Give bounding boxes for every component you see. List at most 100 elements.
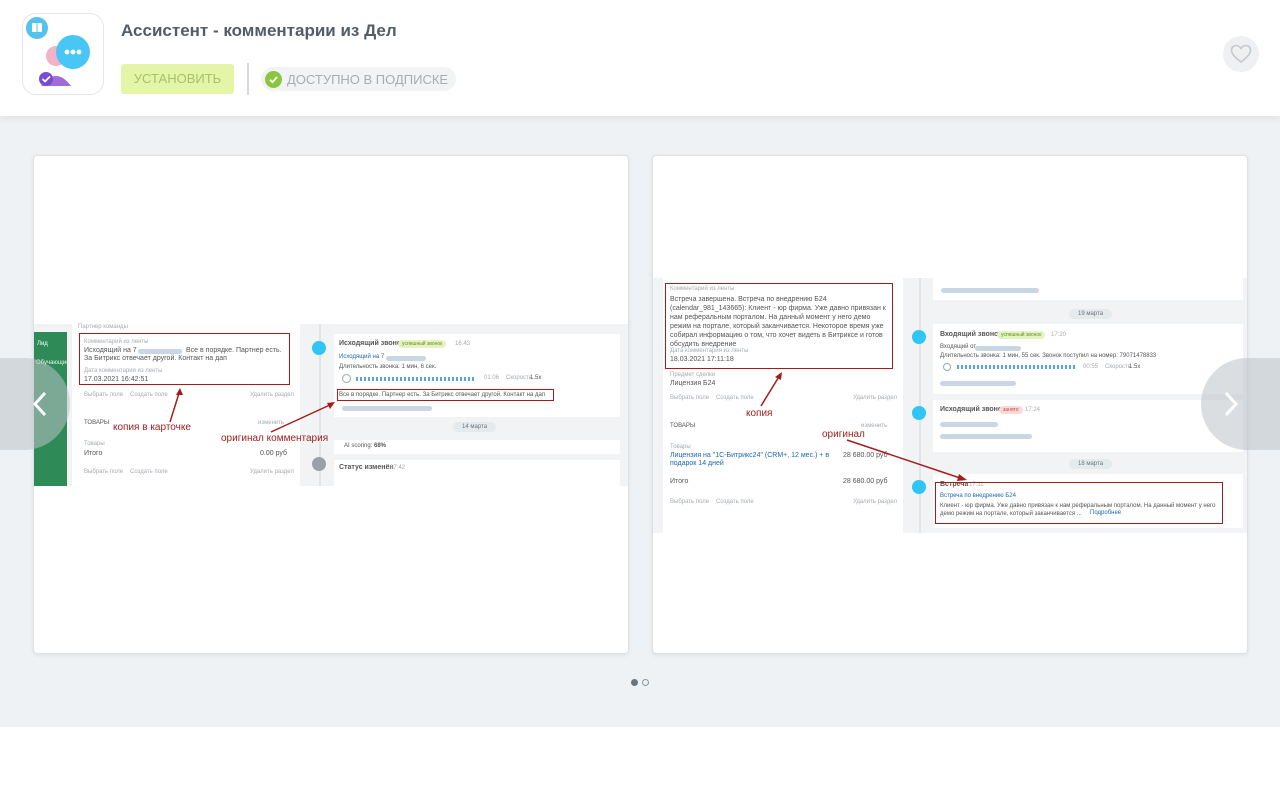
shot2-product[interactable]: Лицензия на "1С-Битрикс24" (CRM+, 12 мес… xyxy=(670,452,830,467)
shot1-play-icon[interactable] xyxy=(342,374,351,383)
gallery-dot-2[interactable] xyxy=(642,679,649,686)
shot1-ai-label: AI scoring: xyxy=(344,443,373,449)
shot2-copy-highlight xyxy=(665,283,893,369)
shot1-lead-tag: Обучающие xyxy=(36,360,70,366)
shot1-outgoing-to[interactable]: Исходящий на 7 xyxy=(339,354,385,360)
shot1-date-label: Дата комментария из ленты xyxy=(84,368,163,374)
chevron-left-icon xyxy=(32,391,47,417)
shot1-waveform[interactable] xyxy=(356,377,476,381)
shot1-comment-label: Комментарий из ленты xyxy=(84,339,149,345)
shot1-audio-time: 01:06 xyxy=(484,375,500,381)
shot2-total-value: 28 680.00 руб xyxy=(843,478,888,485)
shot2-original-highlight xyxy=(935,482,1223,524)
shot1-feed-comment: Все в порядке. Партнер есть. За Битрикс … xyxy=(339,392,546,398)
shot1-create-field[interactable]: Создать поле xyxy=(130,392,168,398)
shot2-call-time: 17:20 xyxy=(1051,332,1067,338)
shot2-deal-subject-value: Лицензия Б24 xyxy=(670,380,716,387)
page-footer xyxy=(0,727,1280,785)
shot2-comment-text: Встреча завершена. Встреча по внедрению … xyxy=(670,296,886,348)
shot2-incoming-from: Входящий от xyxy=(940,344,977,350)
screenshot-gallery: Лид Обучающие Партнер команды Комментари… xyxy=(0,116,1280,727)
shot1-goods-label: Товары xyxy=(84,441,105,447)
screenshot-2[interactable]: Комментарий из ленты Встреча завершена. … xyxy=(652,155,1248,654)
subscription-label: ДОСТУПНО В ПОДПИСКЕ xyxy=(287,71,449,87)
shot1-delete-section-2[interactable]: Удалить раздел xyxy=(250,469,294,475)
gallery-next-button[interactable] xyxy=(1201,358,1280,450)
shot2-total-label: Итого xyxy=(670,478,689,485)
shot2-date-value: 18.03.2021 17:11:18 xyxy=(670,356,734,363)
shot1-choose-field[interactable]: Выбрать поле xyxy=(84,392,124,398)
shot2-delete-section[interactable]: Удалить раздел xyxy=(853,395,897,401)
shot1-status-changed: Статус изменён xyxy=(339,464,394,471)
shot2-goods-label: Товары xyxy=(670,444,691,450)
shot2-incoming-call: Входящий звонок xyxy=(940,331,1002,338)
shot2-card-panel: Комментарий из ленты Встреча завершена. … xyxy=(663,278,903,533)
shot1-call-time: 16:43 xyxy=(455,341,471,347)
shot2-busy-badge: занято xyxy=(999,406,1023,414)
heart-icon xyxy=(1230,44,1252,64)
shot2-deal-subject-label: Предмет сделки xyxy=(670,372,716,378)
shot1-total-label: Итого xyxy=(84,450,103,457)
shot2-outgoing-call: Исходящий звонок xyxy=(940,406,1006,413)
shot1-comment-text-2: Все в порядке. Партнер есть. xyxy=(186,347,282,354)
shot2-original-annotation: оригинал xyxy=(822,429,865,440)
shot2-phone-icon-2 xyxy=(912,406,926,420)
shot1-copy-annotation: копия в карточке xyxy=(113,422,191,433)
shot1-lead-label: Лид xyxy=(37,341,48,347)
shot1-choose-field-2[interactable]: Выбрать поле xyxy=(84,469,124,475)
shot2-play-icon[interactable] xyxy=(943,363,951,371)
shot2-duration: Длительность звонка: 1 мин, 55 сек. Звон… xyxy=(940,353,1157,359)
install-button[interactable]: УСТАНОВИТЬ xyxy=(121,64,234,94)
favorite-button[interactable] xyxy=(1223,36,1259,72)
shot2-change[interactable]: изменить xyxy=(861,423,888,429)
shot1-arrows xyxy=(169,388,335,433)
shot1-total-value: 0.00 руб xyxy=(260,450,287,457)
shot1-section: Партнер команды xyxy=(78,324,128,330)
shot2-create-field-2[interactable]: Создать поле xyxy=(716,499,754,505)
shot1-comment-text-3: За Битрикс отвечает другой. Контакт на д… xyxy=(84,355,227,362)
shot1-original-annotation: оригинал комментария xyxy=(221,433,329,444)
shot2-date-chip-1: 19 марта xyxy=(1069,309,1113,319)
shot2-meeting-icon xyxy=(912,480,926,494)
app-icon xyxy=(22,13,104,95)
shot1-call-status: успешный звонок xyxy=(398,340,447,348)
shot2-delete-section-2[interactable]: Удалить раздел xyxy=(853,499,897,505)
shot2-incoming-panel: Входящий звонок успешный звонок 17:20 Вх… xyxy=(933,324,1243,394)
shot2-meeting-panel: Встреча 17:11 Встреча по внедрению Б24 К… xyxy=(933,474,1243,528)
shot2-create-field[interactable]: Создать поле xyxy=(716,395,754,401)
shot1-card-panel: Партнер команды Комментарий из ленты Исх… xyxy=(72,324,300,486)
chevron-right-icon xyxy=(1224,391,1239,417)
shot2-outgoing-time: 17:24 xyxy=(1025,407,1041,413)
shot1-ai-value: 68% xyxy=(374,443,387,449)
shot2-speed-value[interactable]: 1.5x xyxy=(1129,364,1141,370)
shot2-meeting-time: 17:11 xyxy=(969,482,984,488)
shot2-more-link[interactable]: Подробнее xyxy=(1090,510,1122,516)
shot1-delete-section[interactable]: Удалить раздел xyxy=(250,392,294,398)
shot1-date-chip: 14 марта xyxy=(453,422,497,432)
shot2-choose-field-2[interactable]: Выбрать поле xyxy=(670,499,710,505)
shot1-change[interactable]: изменить xyxy=(258,420,285,426)
shot1-content: Лид Обучающие Партнер команды Комментари… xyxy=(34,324,628,486)
shot2-choose-field[interactable]: Выбрать поле xyxy=(670,395,710,401)
divider xyxy=(247,63,249,95)
shot1-goods: ТОВАРЫ xyxy=(84,420,110,426)
screenshot-1[interactable]: Лид Обучающие Партнер команды Комментари… xyxy=(33,155,629,654)
shot1-status-time: 07:42 xyxy=(390,465,406,471)
shot2-audio-time: 00:55 xyxy=(1083,364,1099,370)
shot2-outgoing-panel: Исходящий звонок занято 17:24 xyxy=(933,400,1243,452)
shot2-meeting: Встреча xyxy=(940,481,969,488)
shot1-speed: Скорость xyxy=(506,375,532,381)
shot2-waveform[interactable] xyxy=(957,365,1077,369)
shot1-create-field-2[interactable]: Создать поле xyxy=(130,469,168,475)
gallery-dot-1[interactable] xyxy=(631,679,638,686)
shot2-top-panel xyxy=(933,278,1243,300)
shot2-goods: ТОВАРЫ xyxy=(670,423,696,429)
shot1-call-panel: Исходящий звонок успешный звонок 16:43 И… xyxy=(334,334,620,417)
shot1-copy-highlight xyxy=(79,333,290,385)
shot2-meeting-title[interactable]: Встреча по внедрению Б24 xyxy=(940,493,1016,499)
gallery-pagination xyxy=(631,679,649,686)
shot2-call-status: успешный звонок xyxy=(997,331,1046,339)
shot2-date-label: Дата комментария из ленты xyxy=(670,348,749,354)
shot1-speed-value[interactable]: 1.5x xyxy=(530,375,542,381)
check-icon xyxy=(265,70,282,88)
